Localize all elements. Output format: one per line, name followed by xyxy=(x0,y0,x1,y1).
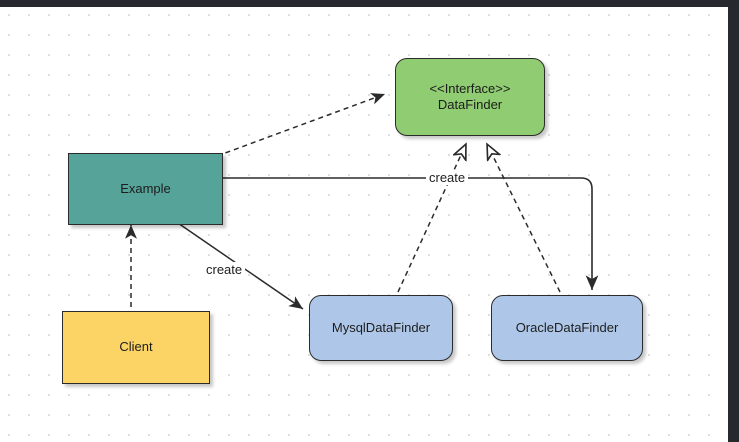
example-node-label: Example xyxy=(120,180,171,196)
edge-example-to-oracledatafinder xyxy=(223,177,599,291)
window-right-chrome xyxy=(728,0,739,442)
diagram-canvas[interactable]: <<Interface>> DataFinder Example Client … xyxy=(0,7,728,442)
example-node[interactable]: Example xyxy=(68,153,223,225)
oracledatafinder-node-label: OracleDataFinder xyxy=(515,319,619,335)
mysqldatafinder-node-label: MysqlDataFinder xyxy=(331,319,431,335)
window-top-chrome xyxy=(0,0,739,7)
edge-mysqldatafinder-to-datafinder xyxy=(397,144,466,293)
client-node[interactable]: Client xyxy=(62,311,210,384)
datafinder-node-label: <<Interface>> DataFinder xyxy=(429,80,511,112)
edge-label-create-mysql[interactable]: create xyxy=(203,262,246,277)
edge-label-create-oracle[interactable]: create xyxy=(426,170,469,185)
client-node-label: Client xyxy=(119,339,153,355)
mysqldatafinder-node[interactable]: MysqlDataFinder xyxy=(309,295,453,361)
oracledatafinder-node[interactable]: OracleDataFinder xyxy=(491,295,643,361)
datafinder-node[interactable]: <<Interface>> DataFinder xyxy=(395,58,545,136)
edge-oracledatafinder-to-datafinder xyxy=(487,144,561,293)
edge-example-to-datafinder xyxy=(216,93,386,157)
